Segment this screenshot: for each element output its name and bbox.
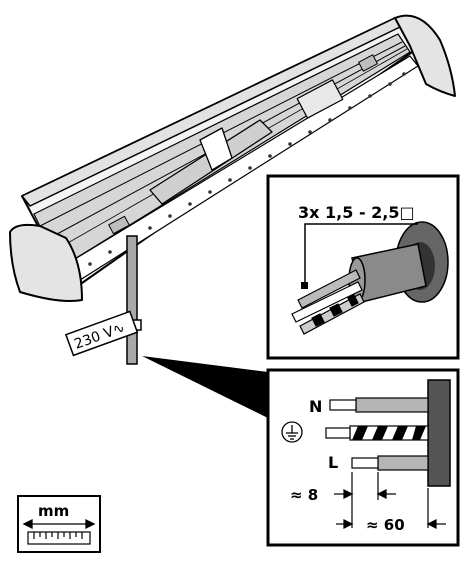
ruler-icon: [27, 531, 91, 545]
earth-ground-icon: [281, 421, 303, 443]
drive-unit: [199, 127, 233, 171]
cable-sheath: [427, 379, 451, 487]
cable-wires: [291, 269, 365, 335]
right-end-cap: [394, 14, 456, 97]
mounting-holes: [88, 72, 406, 266]
neutral-label: N: [309, 397, 322, 416]
cable-spec-label: 3x 1,5 - 2,5□: [298, 203, 415, 222]
terminal-inset: N L ≈ 8 ≈ 60: [266, 368, 460, 547]
zoom-callout-wedge: [142, 356, 268, 418]
power-cable: [122, 235, 142, 365]
door-operator-drawing: [9, 14, 456, 302]
unit-label: mm: [38, 502, 69, 520]
cable-inset: 3x 1,5 - 2,5□: [266, 174, 460, 360]
unit-box: mm: [17, 495, 101, 553]
live-label: L: [328, 453, 338, 472]
unit-arrow: [22, 518, 96, 530]
left-end-cap: [9, 223, 83, 302]
sheath-length-label: ≈ 60: [366, 516, 405, 534]
strip-length-label: ≈ 8: [290, 486, 318, 504]
control-box: [296, 79, 344, 119]
dimension-lines: [334, 472, 446, 529]
